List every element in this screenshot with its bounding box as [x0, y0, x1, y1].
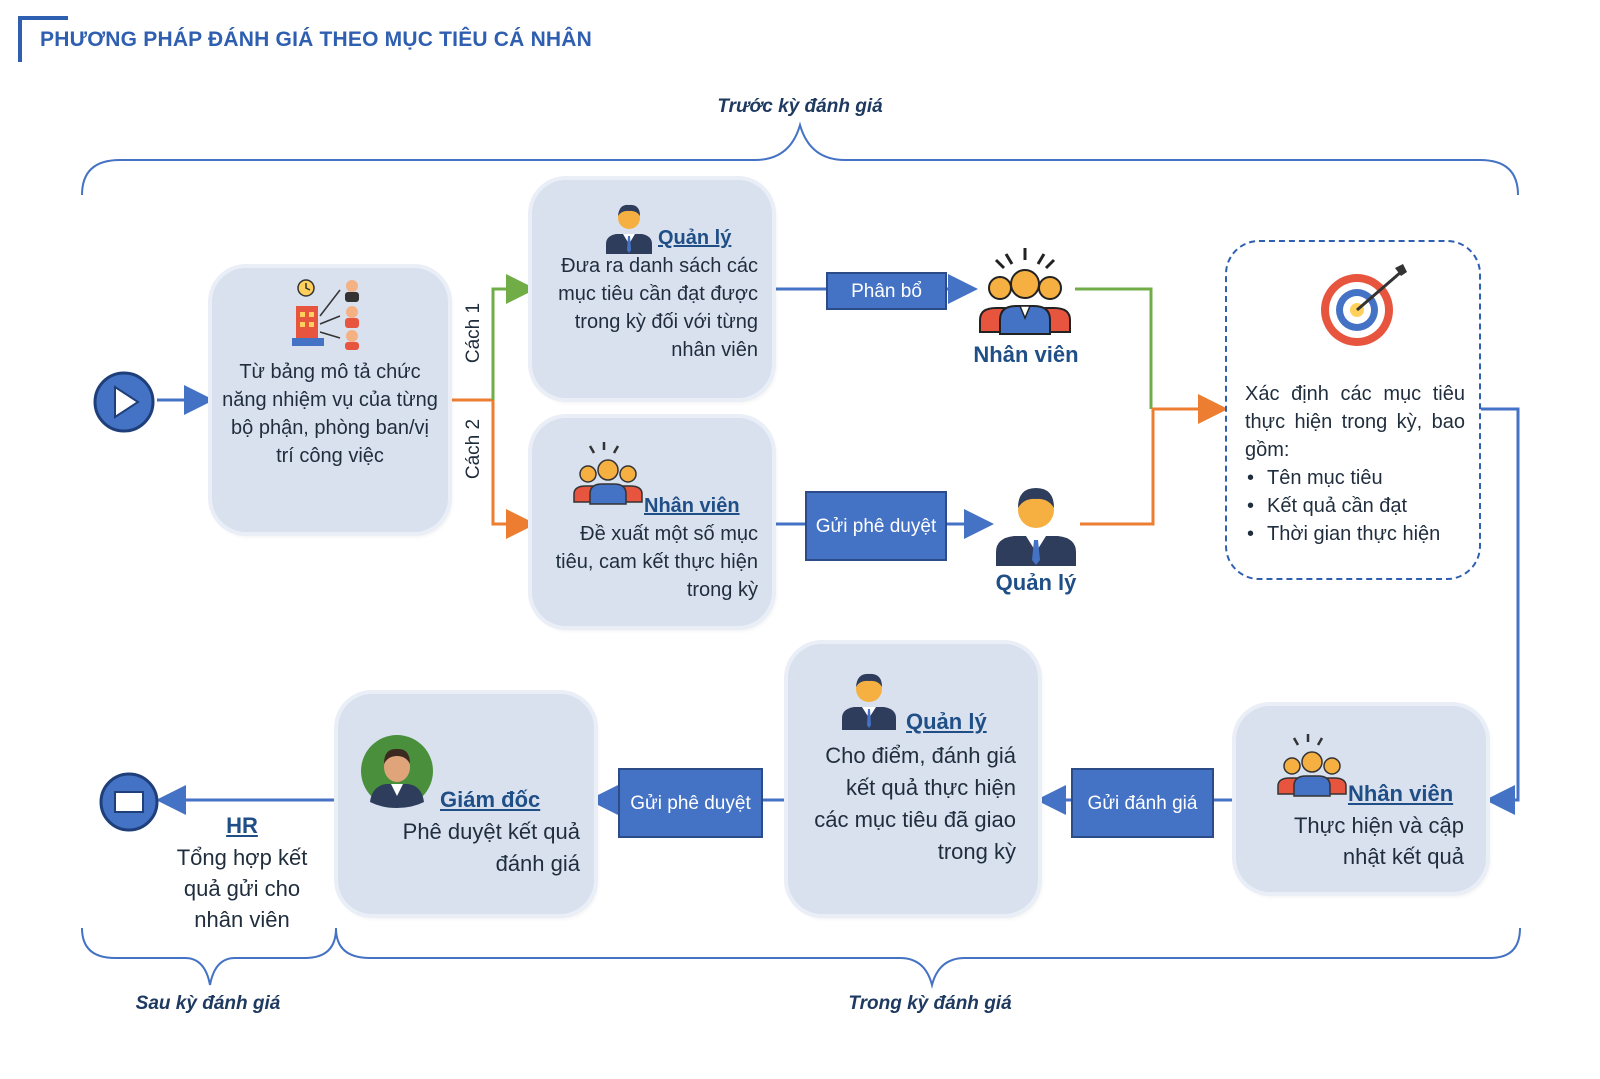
director-box: Giám đốc Phê duyệt kết quả đánh giá	[338, 694, 594, 914]
goal-item-result: Kết quả cần đạt	[1245, 492, 1475, 520]
manager-assign-text: Đưa ra danh sách các mục tiêu cần đạt đư…	[558, 255, 758, 361]
employee-propose-text: Đề xuất một số mục tiêu, cam kết thực hi…	[555, 523, 758, 601]
employee-execute-role: Nhân viên	[1348, 781, 1454, 806]
brace-during	[335, 927, 1521, 989]
employee-propose-role: Nhân viên	[644, 495, 740, 517]
manager-figure-label: Quản lý	[995, 570, 1077, 595]
hr-text: Tổng hợp kết quả gửi cho nhân viên	[176, 845, 308, 932]
employees-figure-icon	[979, 248, 1071, 335]
org-structure-icon	[292, 279, 359, 350]
option-2-label: Cách 2	[463, 418, 484, 480]
goal-item-name: Tên mục tiêu	[1245, 464, 1475, 492]
employee-execute-box: Nhân viên Thực hiện và cập nhật kết quả	[1236, 706, 1486, 892]
source-box-text: Từ bảng mô tả chức năng nhiệm vụ của từn…	[222, 361, 438, 467]
play-icon	[93, 371, 155, 433]
hr-role: HR	[226, 813, 258, 838]
brace-after	[81, 927, 337, 986]
manager-figure-icon	[996, 488, 1076, 566]
manager-icon-2	[842, 673, 896, 730]
employees-group-icon-2	[1277, 734, 1347, 797]
submit-approval-tag-2: Gửi phê duyệt	[618, 768, 763, 838]
stop-icon	[99, 772, 159, 832]
submit-approval-tag-1: Gửi phê duyệt	[805, 491, 947, 561]
option-1-label: Cách 1	[463, 302, 484, 364]
manager-score-text: Cho điểm, đánh giá kết quả thực hiện các…	[814, 743, 1016, 864]
manager-icon	[606, 204, 652, 254]
manager-score-role: Quản lý	[906, 709, 987, 734]
brace-before	[81, 121, 1519, 196]
phase-during-label: Trong kỳ đánh giá	[848, 993, 1012, 1014]
director-avatar-icon	[361, 735, 433, 808]
source-box: Từ bảng mô tả chức năng nhiệm vụ của từn…	[212, 268, 448, 532]
manager-assign-box: Quản lý Đưa ra danh sách các mục tiêu cầ…	[532, 180, 772, 398]
goal-definition-list: Tên mục tiêu Kết quả cần đạt Thời gian t…	[1245, 464, 1475, 548]
phase-after-label: Sau kỳ đánh giá	[135, 993, 281, 1014]
manager-assign-role: Quản lý	[658, 227, 732, 249]
employees-figure-label: Nhân viên	[973, 342, 1079, 367]
goal-definition-box: Xác định các mục tiêu thực hiện trong kỳ…	[1225, 240, 1481, 580]
director-role: Giám đốc	[440, 787, 541, 812]
employees-group-icon	[573, 442, 643, 505]
goal-item-time: Thời gian thực hiện	[1245, 520, 1475, 548]
employee-propose-box: Nhân viên Đề xuất một số mục tiêu, cam k…	[532, 418, 772, 626]
target-icon	[1321, 264, 1407, 346]
phase-before-label: Trước kỳ đánh giá	[717, 96, 883, 117]
goal-definition-intro: Xác định các mục tiêu thực hiện trong kỳ…	[1245, 383, 1465, 461]
employee-execute-text: Thực hiện và cập nhật kết quả	[1293, 813, 1464, 869]
allocate-tag: Phân bổ	[826, 272, 947, 310]
submit-evaluation-tag: Gửi đánh giá	[1071, 768, 1214, 838]
page-title: PHƯƠNG PHÁP ĐÁNH GIÁ THEO MỤC TIÊU CÁ NH…	[40, 28, 593, 51]
director-text: Phê duyệt kết quả đánh giá	[402, 819, 580, 876]
manager-score-box: Quản lý Cho điểm, đánh giá kết quả thực …	[788, 644, 1038, 914]
title-corner-bracket	[18, 16, 68, 62]
